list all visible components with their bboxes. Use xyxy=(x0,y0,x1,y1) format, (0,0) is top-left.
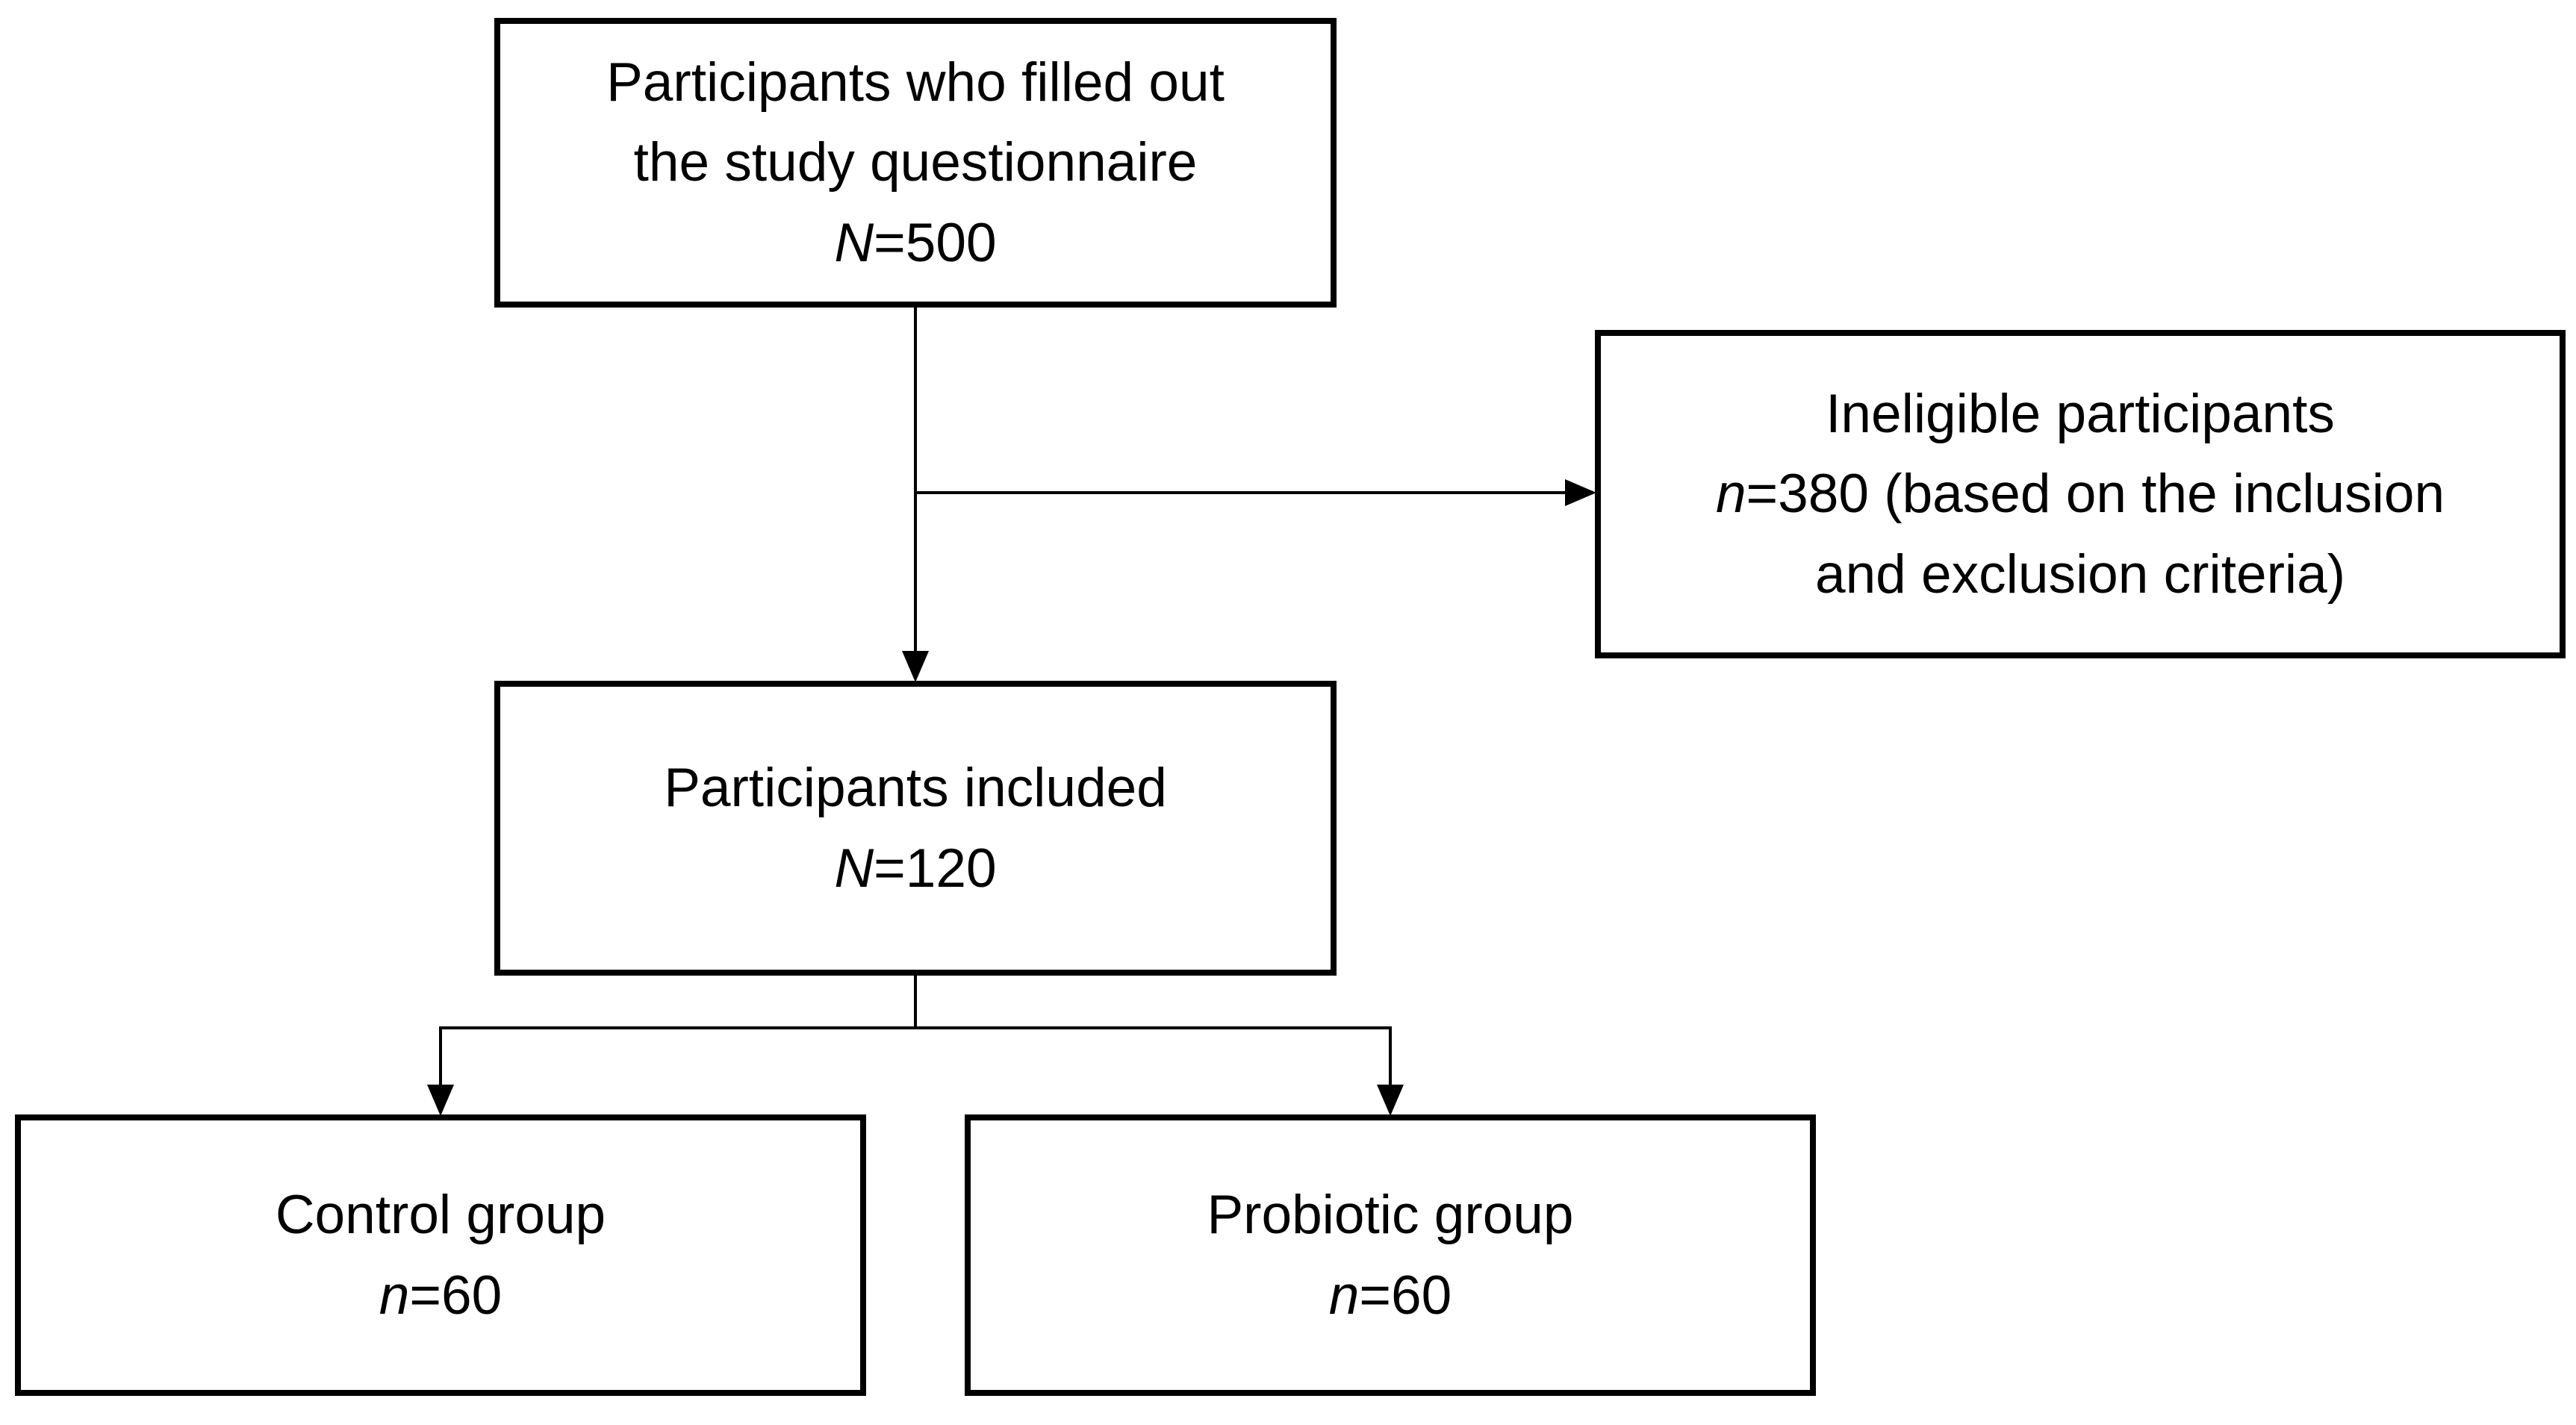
box-count: n=380 (based on the inclusion xyxy=(1716,454,2445,534)
box-count: N=500 xyxy=(834,203,996,283)
connector-to-control xyxy=(439,1026,442,1086)
count-value: =500 xyxy=(874,212,997,273)
count-variable: n xyxy=(1715,464,1746,525)
arrow-right-icon xyxy=(1565,479,1596,506)
connector-to-probiotic xyxy=(1389,1026,1392,1086)
count-value: =60 xyxy=(409,1265,503,1326)
box-count: N=120 xyxy=(834,829,996,908)
flow-box-included: Participants included N=120 xyxy=(494,681,1337,976)
box-line: Control group xyxy=(275,1185,606,1246)
flow-box-questionnaire: Participants who filled out the study qu… xyxy=(494,18,1337,308)
box-line: Probiotic group xyxy=(1207,1185,1574,1246)
box-line: and exclusion criteria) xyxy=(1814,543,2346,605)
flow-box-control-group: Control group n=60 xyxy=(15,1114,866,1396)
connector-questionnaire-to-included xyxy=(914,308,917,652)
connector-split-bar xyxy=(439,1026,1392,1029)
box-line: the study questionnaire xyxy=(633,132,1198,193)
count-value: =380 (based on the inclusion xyxy=(1746,464,2445,525)
count-variable: n xyxy=(379,1265,410,1326)
flow-box-ineligible: Ineligible participants n=380 (based on … xyxy=(1595,330,2566,658)
box-count: n=60 xyxy=(1329,1256,1452,1335)
arrow-down-icon xyxy=(1377,1085,1404,1116)
box-count: n=60 xyxy=(379,1256,502,1335)
arrow-down-icon xyxy=(902,651,929,682)
count-variable: N xyxy=(834,838,874,899)
box-line: Participants included xyxy=(664,758,1167,819)
flow-box-probiotic-group: Probiotic group n=60 xyxy=(965,1114,1816,1396)
count-value: =120 xyxy=(874,838,997,899)
count-variable: n xyxy=(1328,1265,1360,1326)
connector-included-stem xyxy=(914,976,917,1029)
connector-branch-to-ineligible xyxy=(915,491,1565,494)
arrow-down-icon xyxy=(427,1085,454,1116)
count-value: =60 xyxy=(1359,1265,1452,1326)
box-line: Ineligible participants xyxy=(1826,384,2335,445)
count-variable: N xyxy=(834,212,874,273)
box-line: Participants who filled out xyxy=(606,52,1225,113)
